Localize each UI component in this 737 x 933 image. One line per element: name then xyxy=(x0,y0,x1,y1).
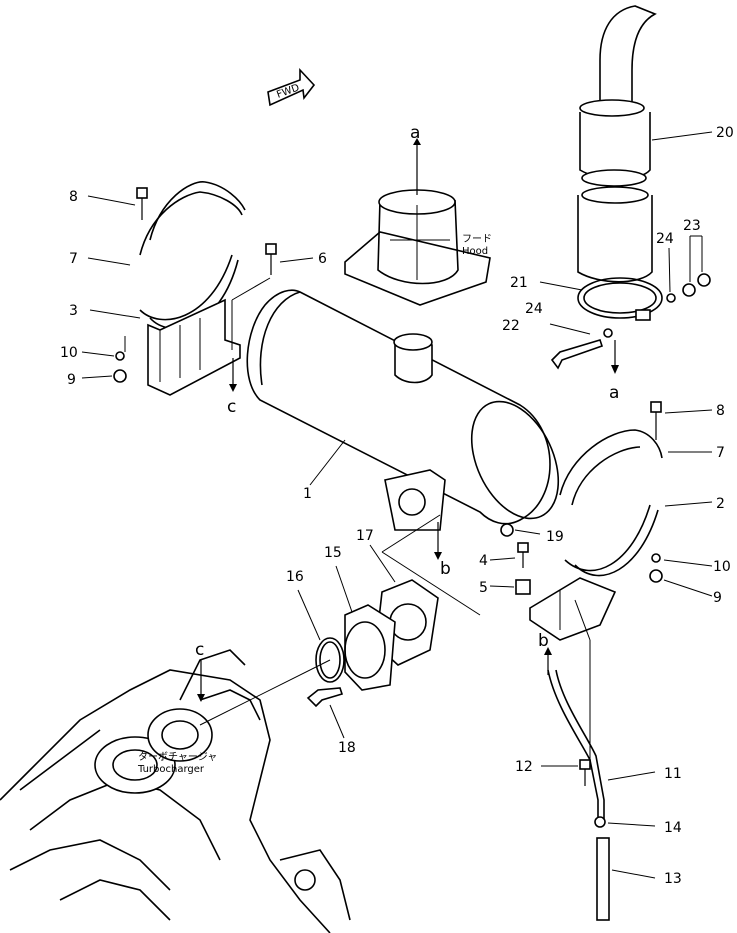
callout-10-left: 10 xyxy=(60,345,78,361)
callout-18: 18 xyxy=(338,740,356,756)
fwd-arrow: FWD xyxy=(267,67,316,107)
bolt-right xyxy=(650,401,662,440)
view-letter-c-bracket: c xyxy=(227,397,236,417)
spacer-icon xyxy=(515,579,531,595)
tail-pipe xyxy=(577,5,657,283)
view-letter-b-right: b xyxy=(538,631,549,651)
washer-icon xyxy=(651,553,661,563)
bolt-18 xyxy=(306,687,344,708)
nut-icon xyxy=(682,283,696,297)
right-bracket xyxy=(529,429,663,641)
left-bracket xyxy=(139,181,246,396)
washer-icon xyxy=(666,293,676,303)
view-letter-c-turbo: c xyxy=(195,640,204,660)
washer-icon xyxy=(603,328,613,338)
view-arrows xyxy=(197,138,619,702)
view-letter-b-left: b xyxy=(440,559,451,579)
turbo-label-en: Turbocharger xyxy=(137,764,205,775)
bolt-4 xyxy=(517,542,529,568)
exhaust-hood xyxy=(344,189,491,306)
callout-6: 6 xyxy=(318,251,327,267)
washer-icon xyxy=(115,351,125,361)
bolt-left xyxy=(136,187,148,220)
view-letter-a-top: a xyxy=(410,123,420,143)
callout-16: 16 xyxy=(286,569,304,585)
fwd-label: FWD xyxy=(275,82,301,100)
callout-7-right: 7 xyxy=(716,445,725,461)
callout-22: 22 xyxy=(502,318,520,334)
callout-8-left: 8 xyxy=(69,189,78,205)
view-letter-a-bottom: a xyxy=(609,383,619,403)
pipe-clamp xyxy=(577,277,663,321)
seal-ring xyxy=(315,637,345,683)
clamp-bolt xyxy=(550,339,604,370)
callout-5: 5 xyxy=(479,580,488,596)
hood-label-en: Hood xyxy=(462,246,488,257)
nut-icon xyxy=(697,273,711,287)
bolt-6 xyxy=(265,243,277,275)
callout-10-right: 10 xyxy=(713,559,731,575)
callout-17: 17 xyxy=(356,528,374,544)
callout-9-left: 9 xyxy=(67,372,76,388)
callout-15: 15 xyxy=(324,545,342,561)
bolt-12 xyxy=(579,759,591,786)
callout-8-right: 8 xyxy=(716,403,725,419)
callout-14: 14 xyxy=(664,820,682,836)
drain-pipe xyxy=(547,669,610,921)
callout-20: 20 xyxy=(716,125,734,141)
callout-9-right: 9 xyxy=(713,590,722,606)
callout-13: 13 xyxy=(664,871,682,887)
callout-19: 19 xyxy=(546,529,564,545)
callout-3: 3 xyxy=(69,303,78,319)
muffler-body xyxy=(246,289,560,531)
hood-label-jp: フード xyxy=(462,234,492,245)
nut-icon xyxy=(649,569,663,583)
leader-lines xyxy=(81,131,713,879)
callout-1: 1 xyxy=(303,486,312,502)
turbo-label-jp: ターボチャージャ xyxy=(138,751,217,763)
callout-4: 4 xyxy=(479,553,488,569)
callout-23: 23 xyxy=(683,218,701,234)
callout-24-mid: 24 xyxy=(525,301,543,317)
nut-icon xyxy=(113,369,127,383)
callout-24-top: 24 xyxy=(656,231,674,247)
callout-12: 12 xyxy=(515,759,533,775)
nut-icon xyxy=(500,523,514,537)
callout-2: 2 xyxy=(716,496,725,512)
engine-turbocharger xyxy=(0,649,351,933)
callout-21: 21 xyxy=(510,275,528,291)
callout-11: 11 xyxy=(664,766,682,782)
callout-7-left: 7 xyxy=(69,251,78,267)
flange xyxy=(344,604,396,691)
